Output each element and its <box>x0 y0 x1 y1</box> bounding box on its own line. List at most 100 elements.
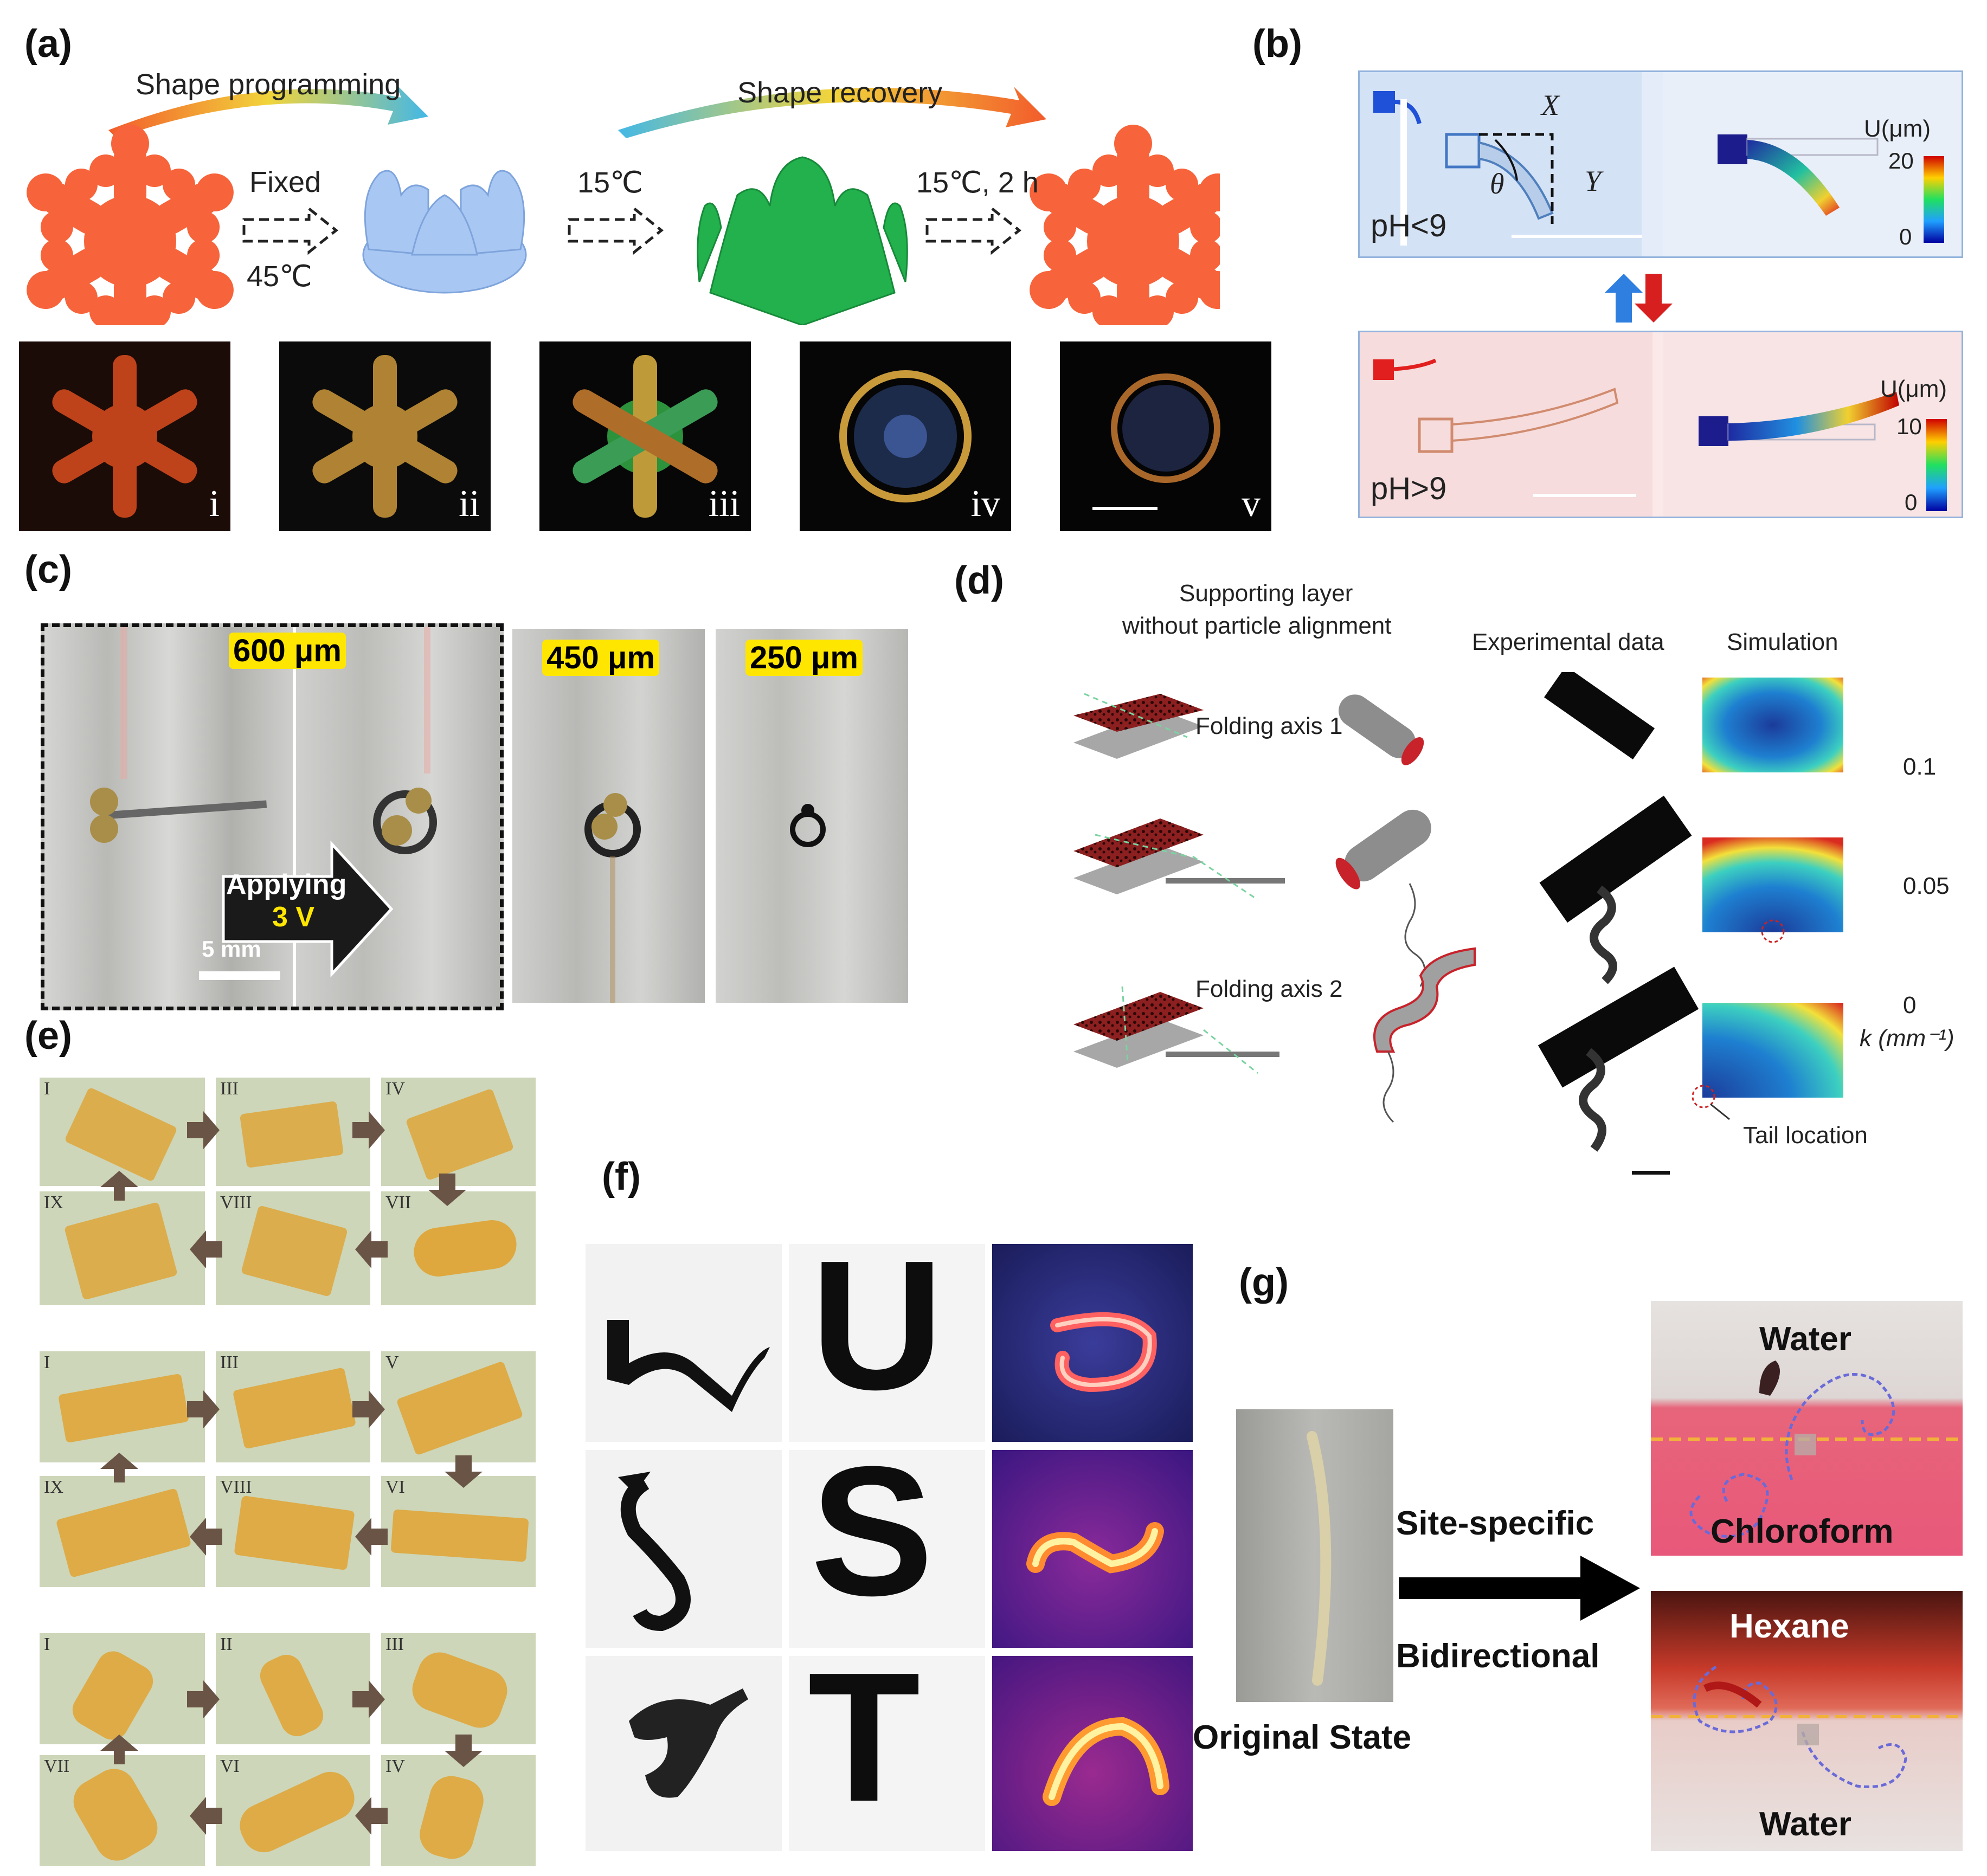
panel-c-450: 450 μm <box>512 629 705 1003</box>
panel-c-frame: 600 μm Applying 3 V 5 mm <box>41 623 504 1010</box>
switch-arrows-icon <box>1605 274 1673 323</box>
step-temp-label: 45℃ <box>247 260 312 293</box>
step-15c-label: 15℃ <box>577 166 643 199</box>
e3-box-5: VI <box>214 1753 372 1868</box>
e2-box-3: V <box>380 1350 537 1464</box>
recovered-shape-icon <box>697 156 908 325</box>
k-colorbar-mid: 0.05 <box>1903 873 1950 899</box>
ph-below-9-label: pH<9 <box>1371 208 1447 243</box>
k-colorbar-min: 0 <box>1903 992 1917 1018</box>
shape-recovery-label: Shape recovery <box>737 76 943 109</box>
colorbar-unit-bottom: U(μm) <box>1880 376 1947 402</box>
e1-box-6: VII <box>380 1190 537 1307</box>
water-top-label: Water <box>1759 1320 1851 1358</box>
snowflake-icon <box>1012 125 1220 325</box>
panel-e-label: (e) <box>24 1014 72 1058</box>
photo-i-label: i <box>209 483 220 525</box>
e3-box-2: II <box>214 1632 372 1746</box>
panel-c-250: 250 μm <box>716 629 908 1003</box>
e1-box-1: I <box>38 1076 207 1188</box>
f-flat-s: S <box>789 1439 985 1648</box>
site-specific-label: Site-specific <box>1396 1505 1594 1542</box>
col-simulation: Simulation <box>1727 629 1838 655</box>
f-flat-t: T <box>789 1645 985 1851</box>
colorbar-bottom-max: 10 <box>1896 414 1922 439</box>
x-axis-label: X <box>1541 89 1559 121</box>
e1-box-4: IX <box>38 1190 207 1307</box>
col-supporting-layer-line1: Supporting layer <box>1179 580 1353 607</box>
g-hexane-water-photo: Hexane Water <box>1651 1591 1963 1851</box>
photo-iv-label: iv <box>970 483 1000 525</box>
colorbar-top-max: 20 <box>1888 148 1914 173</box>
folding-axis-2-label: Folding axis 2 <box>1195 976 1343 1002</box>
e2-box-1: I <box>38 1350 207 1464</box>
f-thermal-u <box>992 1244 1193 1442</box>
panel-g-label: (g) <box>1239 1261 1289 1304</box>
photo-iii: iii <box>539 341 751 531</box>
step-15c-2h-label: 15℃, 2 h <box>916 166 1039 199</box>
panel-b-label: (b) <box>1252 22 1302 66</box>
panel-f-grid: U S T <box>586 1233 1193 1851</box>
ph-above-9-label: pH>9 <box>1371 471 1447 506</box>
size-250-label: 250 μm <box>745 640 863 676</box>
hexane-label: Hexane <box>1729 1608 1849 1645</box>
e1-box-3: IV <box>380 1076 537 1188</box>
chloroform-label: Chloroform <box>1711 1513 1894 1550</box>
photo-ii: ii <box>279 341 491 531</box>
scale-5mm-label: 5 mm <box>202 936 261 962</box>
e3-box-4: VII <box>38 1753 207 1869</box>
theta-label: θ <box>1490 167 1504 200</box>
colorbar-unit-top: U(μm) <box>1864 115 1931 142</box>
photo-v: v <box>1060 341 1271 531</box>
k-colorbar-max: 0.1 <box>1903 753 1937 780</box>
colorbar-bottom-min: 0 <box>1905 489 1918 515</box>
panel-a-label: (a) <box>24 22 72 66</box>
panel-a-schematic <box>9 84 1220 325</box>
f-curled-t <box>586 1656 782 1851</box>
panel-b-bottom-box: pH>9 U(μm) 10 0 <box>1358 331 1963 518</box>
size-450-label: 450 μm <box>542 640 659 676</box>
f-flat-u: U <box>789 1233 985 1442</box>
e3-box-6: IV <box>380 1753 537 1868</box>
f-thermal-s <box>992 1450 1193 1648</box>
f-curled-u <box>586 1244 782 1442</box>
e3-box-1: I <box>38 1632 207 1746</box>
photo-iv: iv <box>800 341 1011 531</box>
folding-axis-1-label: Folding axis 1 <box>1195 713 1343 739</box>
snowflake-icon <box>9 125 252 325</box>
shape-programming-label: Shape programming <box>136 68 401 101</box>
e2-box-6: VI <box>380 1474 537 1589</box>
g-original-photo <box>1236 1409 1393 1702</box>
shape-programming-arrow <box>108 84 428 138</box>
g-arrow-icon <box>1399 1556 1640 1621</box>
voltage-label: 3 V <box>272 901 315 933</box>
dashed-arrow-icon <box>242 205 1022 255</box>
step-fixed-label: Fixed <box>249 166 321 198</box>
e1-box-5: VIII <box>214 1190 372 1307</box>
panel-c-label: (c) <box>24 548 72 591</box>
photo-i: i <box>19 341 230 531</box>
g-water-chloroform-photo: Water Chloroform <box>1651 1301 1963 1556</box>
y-axis-label: Y <box>1585 165 1602 197</box>
f-thermal-t <box>992 1656 1193 1851</box>
tail-location-label: Tail location <box>1743 1122 1868 1149</box>
e2-box-2: III <box>214 1350 372 1464</box>
programmed-shape-icon <box>362 170 527 294</box>
photo-v-label: v <box>1242 483 1261 525</box>
f-curled-s <box>586 1450 782 1648</box>
panel-d-drawing <box>1073 672 1843 1175</box>
panel-f-label: (f) <box>602 1155 641 1198</box>
photo-ii-label: ii <box>459 483 480 525</box>
applying-label: Applying <box>226 869 347 900</box>
panel-b-top-box: X Y θ pH<9 U(μm) 20 0 <box>1358 70 1963 258</box>
original-state-label: Original State <box>1193 1719 1412 1756</box>
e1-box-2: III <box>214 1076 372 1188</box>
shape-recovery-arrow <box>618 87 1046 138</box>
col-supporting-layer-line2: without particle alignment <box>1122 613 1392 639</box>
panel-d-label: (d) <box>954 559 1004 602</box>
colorbar-top-min: 0 <box>1899 224 1912 249</box>
k-colorbar-unit: k (mm⁻¹) <box>1860 1025 1954 1052</box>
e2-box-4: IX <box>38 1474 207 1589</box>
photo-iii-label: iii <box>708 483 740 525</box>
e2-box-5: VIII <box>214 1474 372 1589</box>
